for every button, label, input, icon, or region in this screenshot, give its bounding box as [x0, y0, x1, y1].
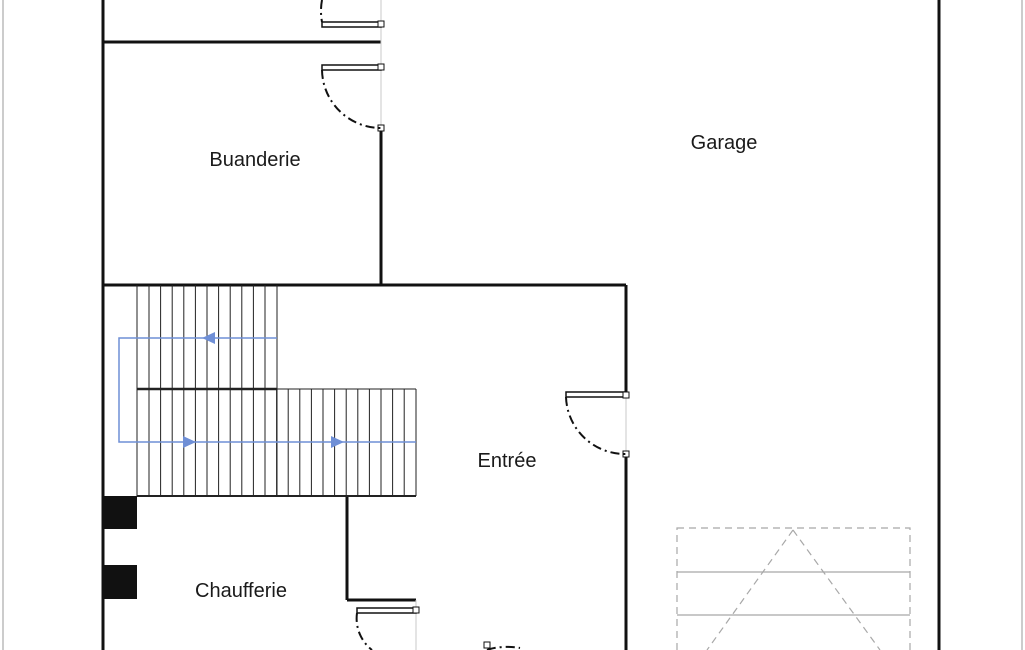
door-buanderie[interactable]: [321, 63, 385, 132]
staircase: [136, 285, 417, 497]
arrow-right-icon: [331, 436, 344, 448]
car-outline: [676, 527, 911, 650]
walls: [101, 0, 941, 650]
arrow-left-icon: [202, 332, 215, 344]
room-label-buanderie: Buanderie: [209, 149, 300, 171]
duct-block: [104, 565, 137, 599]
door-entree-garage[interactable]: [565, 391, 630, 458]
door-top-1[interactable]: [319, 0, 385, 28]
door-jambs: [380, 0, 627, 650]
door-bottom-partial[interactable]: [483, 641, 521, 650]
duct-block: [104, 496, 137, 529]
stair-direction: [118, 332, 416, 448]
door-chaufferie[interactable]: [355, 606, 420, 650]
room-label-garage: Garage: [691, 132, 758, 154]
room-label-chaufferie: Chaufferie: [195, 580, 287, 602]
room-label-entree: Entrée: [478, 450, 537, 472]
arrow-right-icon: [183, 436, 196, 448]
